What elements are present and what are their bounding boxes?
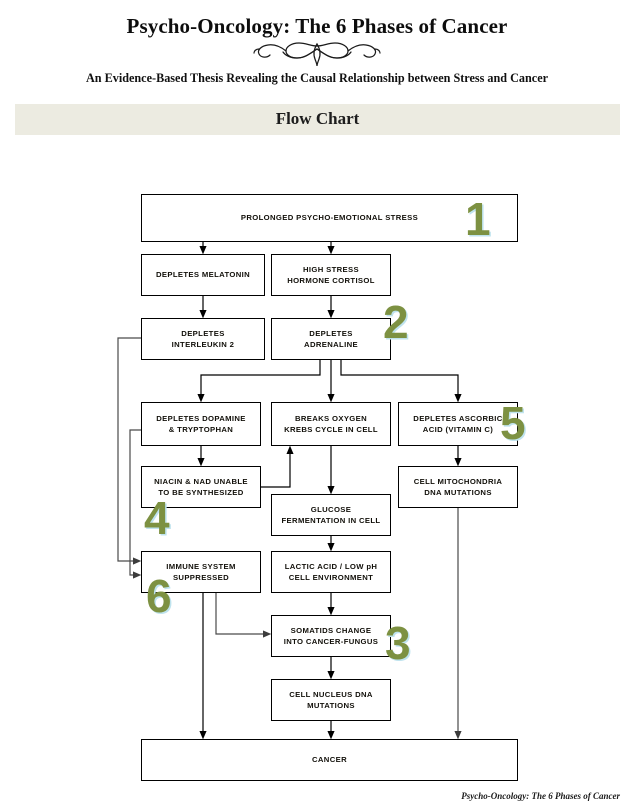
node-depletes-melatonin[interactable]: DEPLETES MELATONIN <box>141 254 265 296</box>
node-high-stress-cortisol[interactable]: HIGH STRESS HORMONE CORTISOL <box>271 254 391 296</box>
flow-chart-banner: Flow Chart <box>15 104 620 135</box>
node-cell-nucleus-dna-mutations[interactable]: CELL NUCLEUS DNA MUTATIONS <box>271 679 391 721</box>
node-lactic-acid-low-ph[interactable]: LACTIC ACID / LOW pH CELL ENVIRONMENT <box>271 551 391 593</box>
node-label-line1: CELL NUCLEUS DNA <box>289 689 373 699</box>
node-label: CANCER <box>312 755 347 765</box>
node-label-line1: HIGH STRESS <box>303 264 359 274</box>
edge-adrenaline-ascorbic <box>340 360 462 403</box>
calligraphic-flourish-divider-icon <box>253 42 381 67</box>
flow-chart-banner-label: Flow Chart <box>275 109 360 128</box>
phase-number-5: 5 <box>500 397 526 449</box>
node-depletes-dopamine-tryptophan[interactable]: DEPLETES DOPAMINE & TRYPTOPHAN <box>141 402 261 446</box>
node-label-line1: NIACIN & NAD UNABLE <box>154 476 248 486</box>
phase-number-2: 2 <box>383 296 409 348</box>
node-immune-system-suppressed[interactable]: IMMUNE SYSTEM SUPPRESSED <box>141 551 261 593</box>
node-label-line1: GLUCOSE <box>310 504 352 514</box>
node-depletes-ascorbic-acid[interactable]: DEPLETES ASCORBIC ACID (VITAMIN C) <box>398 402 518 446</box>
document-header: Psycho-Oncology: The 6 Phases of Cancer … <box>0 0 634 86</box>
node-label-line1: SOMATIDS CHANGE <box>290 625 372 635</box>
node-label-line1: DEPLETES ASCORBIC <box>413 413 503 423</box>
node-depletes-adrenaline[interactable]: DEPLETES ADRENALINE <box>271 318 391 360</box>
page-subtitle: An Evidence-Based Thesis Revealing the C… <box>85 71 549 85</box>
node-label-line2: TO BE SYNTHESIZED <box>158 488 244 497</box>
node-label-line1: DEPLETES <box>181 328 225 338</box>
node-depletes-interleukin-2[interactable]: DEPLETES INTERLEUKIN 2 <box>141 318 265 360</box>
edge-adrenaline-dopamine <box>197 360 321 403</box>
page-title: Psycho-Oncology: The 6 Phases of Cancer <box>126 14 508 38</box>
node-label: DEPLETES MELATONIN <box>156 270 250 280</box>
node-label-line1: LACTIC ACID / LOW pH <box>284 561 378 571</box>
node-label-line1: DEPLETES DOPAMINE <box>156 413 246 423</box>
node-breaks-oxygen-krebs-cycle[interactable]: BREAKS OXYGEN KREBS CYCLE IN CELL <box>271 402 391 446</box>
node-label-line2: MUTATIONS <box>307 701 355 710</box>
node-label-line2: ACID (VITAMIN C) <box>422 425 494 434</box>
node-label-line2: SUPPRESSED <box>172 573 230 582</box>
node-label-line1: IMMUNE SYSTEM <box>166 561 236 571</box>
node-label-line2: HORMONE CORTISOL <box>287 276 375 285</box>
node-prolonged-stress[interactable]: PROLONGED PSYCHO-EMOTIONAL STRESS <box>141 194 518 242</box>
node-label-line2: CELL ENVIRONMENT <box>288 573 374 582</box>
node-somatids-change-cancer-fungus[interactable]: SOMATIDS CHANGE INTO CANCER-FUNGUS <box>271 615 391 657</box>
node-cancer[interactable]: CANCER <box>141 739 518 781</box>
footer-note: Psycho-Oncology: The 6 Phases of Cancer <box>461 791 620 801</box>
phase-number-1: 1 <box>465 193 491 245</box>
node-label-line2: KREBS CYCLE IN CELL <box>284 425 378 434</box>
node-label-line2: INTERLEUKIN 2 <box>171 340 235 349</box>
node-label-line1: DEPLETES <box>309 328 353 338</box>
phase-number-3: 3 <box>385 617 411 669</box>
node-niacin-nad-unable[interactable]: NIACIN & NAD UNABLE TO BE SYNTHESIZED <box>141 466 261 508</box>
edge-dopamine-immune <box>129 429 142 579</box>
node-label-line2: & TRYPTOPHAN <box>168 425 234 434</box>
node-label-line2: INTO CANCER-FUNGUS <box>283 637 379 646</box>
phase-number-4: 4 <box>144 492 170 544</box>
node-label: PROLONGED PSYCHO-EMOTIONAL STRESS <box>240 213 419 223</box>
node-label-line1: BREAKS OXYGEN <box>294 413 368 423</box>
edge-interleukin-immune <box>117 337 142 565</box>
node-label-line2: DNA MUTATIONS <box>424 488 492 497</box>
node-glucose-fermentation[interactable]: GLUCOSE FERMENTATION IN CELL <box>271 494 391 536</box>
node-label-line1: CELL MITOCHONDRIA <box>413 476 503 486</box>
node-cell-mitochondria-dna-mutations[interactable]: CELL MITOCHONDRIA DNA MUTATIONS <box>398 466 518 508</box>
edge-immune-somatids <box>215 593 272 638</box>
node-label-line2: FERMENTATION IN CELL <box>281 516 381 525</box>
edge-niacin-krebs <box>261 445 294 488</box>
phase-number-6: 6 <box>146 570 172 622</box>
node-label-line2: ADRENALINE <box>304 340 358 349</box>
